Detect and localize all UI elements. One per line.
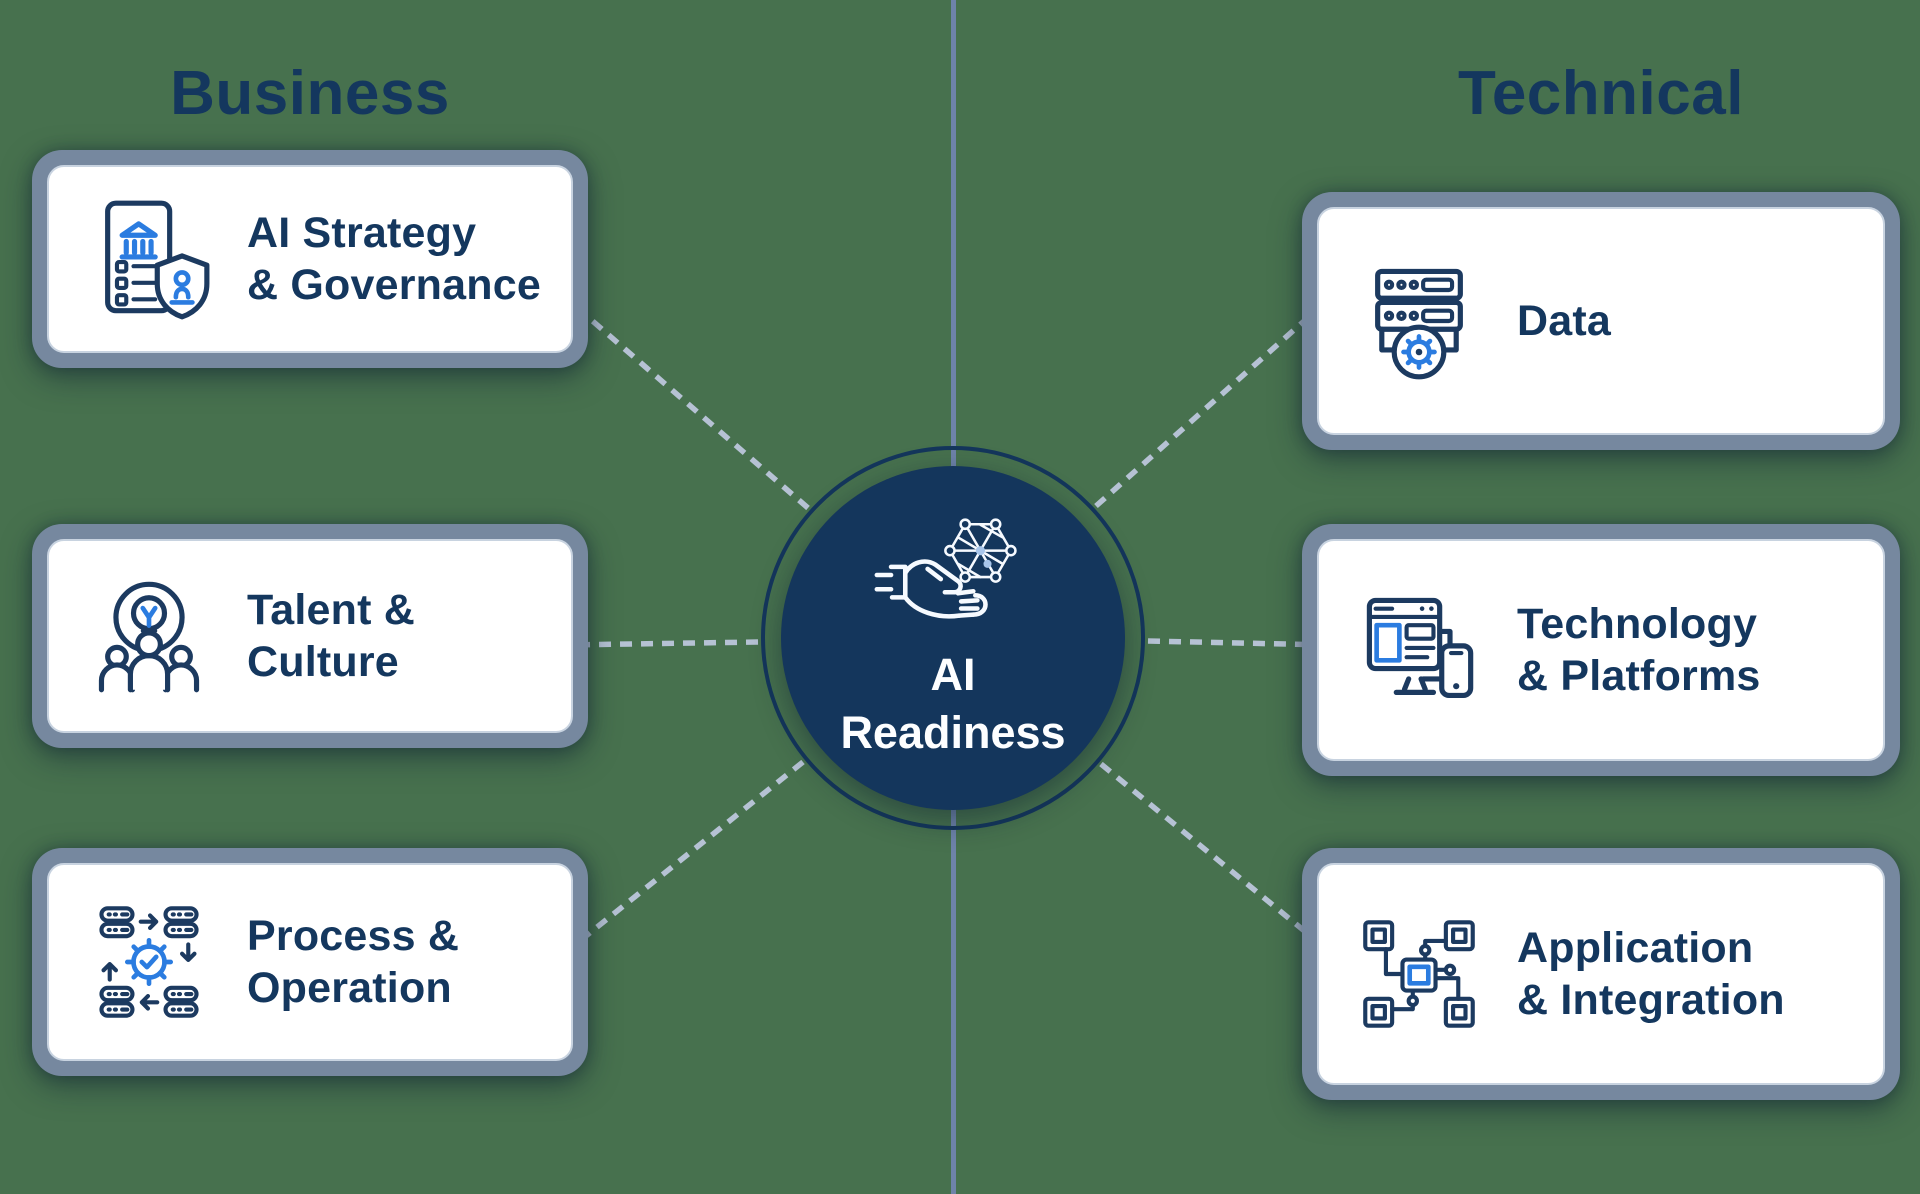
card-inner: Data bbox=[1317, 207, 1885, 435]
card-application-integration: Application & Integration bbox=[1302, 848, 1900, 1100]
card-inner: AI Strategy & Governance bbox=[47, 165, 573, 353]
center-title: AI Readiness bbox=[840, 649, 1066, 758]
card-process-operation: Process & Operation bbox=[32, 848, 588, 1076]
card-label: Technology & Platforms bbox=[1517, 599, 1761, 700]
hand-holding-ai-network-icon bbox=[860, 508, 1046, 640]
card-inner: Process & Operation bbox=[47, 863, 573, 1061]
card-technology-platforms: Technology & Platforms bbox=[1302, 524, 1900, 776]
strategy-governance-icon bbox=[87, 197, 211, 321]
card-ai-strategy-governance: AI Strategy & Governance bbox=[32, 150, 588, 368]
business-column-heading: Business bbox=[170, 59, 450, 128]
center-circle-ring bbox=[761, 446, 1145, 830]
card-label: Talent & Culture bbox=[247, 585, 416, 686]
card-label: Application & Integration bbox=[1517, 923, 1785, 1024]
talent-culture-icon bbox=[87, 574, 211, 698]
card-label: AI Strategy & Governance bbox=[247, 208, 541, 309]
data-icon bbox=[1357, 259, 1481, 383]
process-operation-icon bbox=[87, 900, 211, 1024]
card-inner: Talent & Culture bbox=[47, 539, 573, 733]
card-inner: Technology & Platforms bbox=[1317, 539, 1885, 761]
card-label: Process & Operation bbox=[247, 911, 460, 1012]
card-data: Data bbox=[1302, 192, 1900, 450]
card-label: Data bbox=[1517, 296, 1612, 345]
card-talent-culture: Talent & Culture bbox=[32, 524, 588, 748]
center-circle: AI Readiness bbox=[781, 466, 1125, 810]
technology-platforms-icon bbox=[1357, 588, 1481, 712]
application-integration-icon bbox=[1357, 912, 1481, 1036]
technical-column-heading: Technical bbox=[1458, 59, 1744, 128]
card-inner: Application & Integration bbox=[1317, 863, 1885, 1085]
